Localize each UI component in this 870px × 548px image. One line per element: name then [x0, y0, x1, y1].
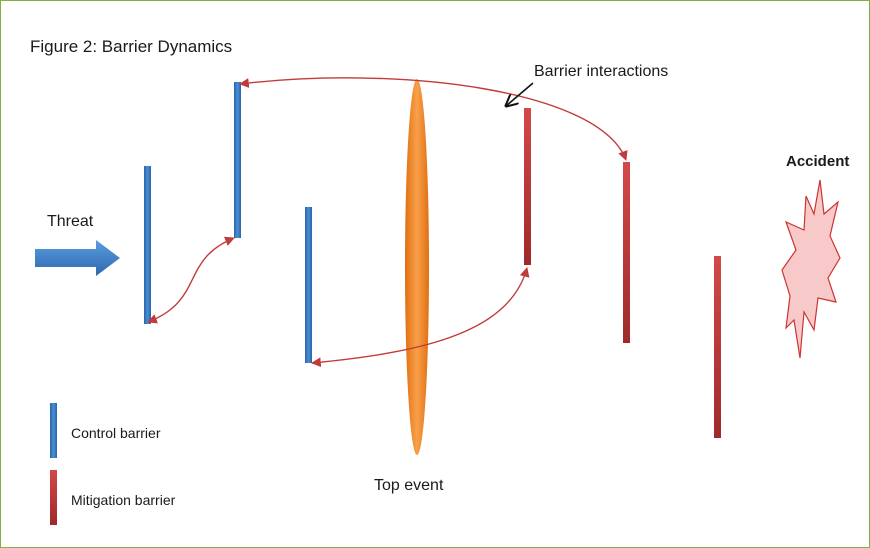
interaction-arrow-c3-m1 — [311, 267, 530, 368]
top-event-label: Top event — [374, 477, 444, 494]
legend-mitigation-label: Mitigation barrier — [71, 492, 176, 508]
barrier-interactions-label: Barrier interactions — [534, 63, 668, 80]
top-event-ellipse — [405, 79, 429, 455]
accident-explosion-icon — [781, 179, 841, 359]
interaction-arrow-c2-m2 — [239, 77, 628, 161]
control-barrier-1 — [144, 166, 151, 324]
legend-mitigation-swatch — [50, 470, 57, 525]
accident-label: Accident — [786, 153, 849, 170]
interaction-arrow-c1-c2 — [147, 236, 235, 324]
mitigation-barrier-2 — [623, 162, 630, 343]
figure-title: Figure 2: Barrier Dynamics — [30, 37, 232, 56]
mitigation-barrier-1 — [524, 108, 531, 265]
control-barrier-3 — [305, 207, 312, 363]
control-barrier-2 — [234, 82, 241, 238]
callout-arrow-icon — [506, 82, 534, 106]
threat-label: Threat — [47, 213, 94, 230]
mitigation-barrier-3 — [714, 256, 721, 438]
legend-control-label: Control barrier — [71, 425, 161, 441]
threat-arrow-icon — [35, 240, 120, 276]
legend-control-swatch — [50, 403, 57, 458]
